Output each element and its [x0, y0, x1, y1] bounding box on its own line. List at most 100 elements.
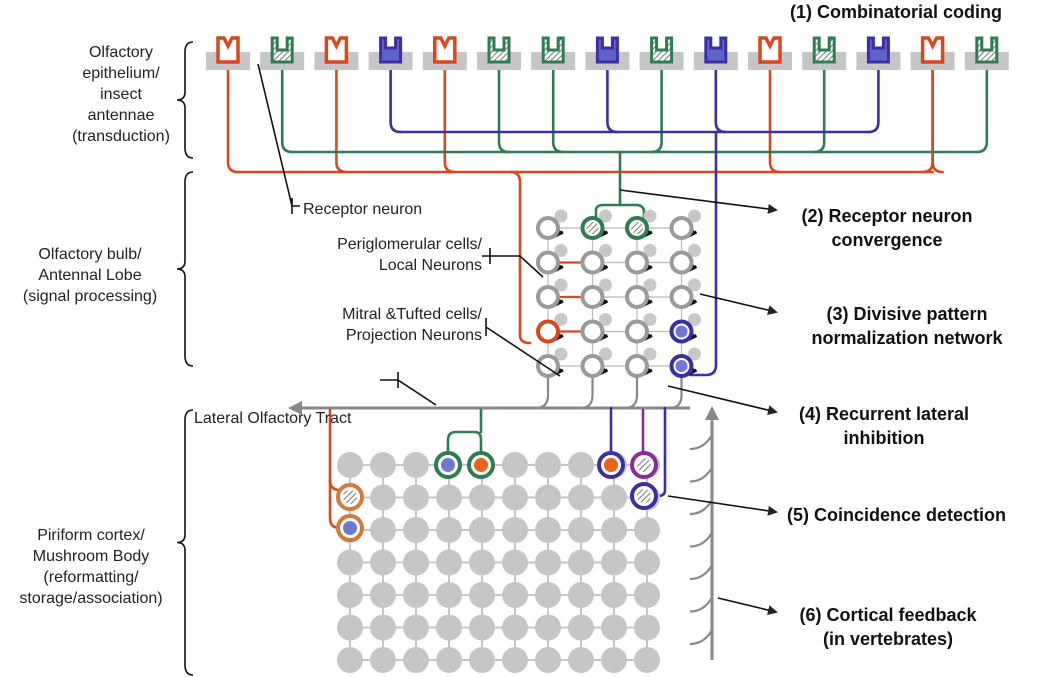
- cortex-cell: [601, 647, 627, 673]
- cortex-cell: [535, 614, 561, 641]
- mitral-cell: [536, 250, 560, 275]
- periglomerular-cell: [643, 209, 657, 223]
- periglomerular-cell: [554, 209, 568, 223]
- receptor-neuron-pointer: [257, 63, 300, 214]
- cortex-cell: [502, 549, 528, 576]
- mitral-cell: [625, 354, 649, 378]
- mitral-cell: [625, 250, 649, 275]
- periglomerular-cell: [599, 244, 612, 257]
- cortex-cell: [469, 484, 495, 511]
- feedback-arc: [689, 629, 713, 646]
- periglomerular-cell: [554, 347, 568, 361]
- step-5-pointer: [667, 495, 778, 516]
- cortex-cell: [502, 517, 528, 543]
- cortex-cell: [370, 647, 396, 673]
- step-4-pointer: [667, 385, 778, 415]
- mitral-cell: [669, 250, 694, 275]
- periglomerular-cell: [599, 347, 612, 361]
- green-axon: [650, 68, 663, 154]
- red-axon: [921, 68, 934, 174]
- mitral-cell: [536, 285, 560, 309]
- periglomerular-cell: [643, 313, 657, 326]
- step-2-pointer: [619, 189, 778, 214]
- mitral-cell: [536, 319, 560, 344]
- cortex-cell: [634, 549, 660, 576]
- cortex-cell: [403, 647, 429, 673]
- receptor-red-icon: [758, 36, 782, 64]
- axon-wires: [226, 68, 989, 660]
- periglomerular-cell: [688, 244, 701, 257]
- periglomerular-cell: [643, 278, 657, 292]
- mitral-cell: [536, 216, 560, 240]
- step-6-pointer: [717, 597, 778, 615]
- cortex-cell: [535, 549, 561, 576]
- receptor-green-icon: [975, 36, 999, 64]
- mitral-cell: [580, 285, 605, 309]
- receptor-red-icon: [920, 36, 945, 64]
- step-5-label: (5) Coincidence detection: [787, 505, 1007, 525]
- mitral-cell-core: [675, 360, 688, 372]
- cortex-cell: [601, 582, 627, 608]
- cortex-cell: [601, 484, 627, 511]
- cortex-cell: [337, 549, 363, 576]
- cortex-cell: [535, 484, 561, 511]
- periglomerular-cell: [554, 244, 568, 257]
- cortex-cell: [634, 517, 660, 543]
- cortex-cell: [370, 484, 396, 511]
- cortex-cell: [403, 549, 429, 576]
- step-1-label: (1) Combinatorial coding: [790, 2, 1003, 22]
- green-convergence: [594, 203, 646, 222]
- blue-axon: [606, 68, 619, 134]
- cortex-cell: [403, 452, 429, 478]
- cortex-coincidence-cell-core: [343, 490, 357, 504]
- cortex-cell: [502, 647, 528, 673]
- feedback-arc: [689, 531, 713, 548]
- red-axon: [768, 68, 782, 174]
- bracket-epithelium: [176, 41, 194, 159]
- cortex-cell: [568, 582, 594, 608]
- bracket-cortex: [176, 409, 194, 676]
- receptor-blue-icon: [866, 36, 890, 64]
- cortex-cell: [436, 647, 462, 673]
- periglomerular-tick: [482, 248, 491, 264]
- cortex-cell: [568, 484, 594, 511]
- projection-axon: [580, 376, 594, 410]
- mitral-cell: [580, 319, 605, 344]
- cortex-cell: [535, 517, 561, 543]
- receptor-red-icon: [324, 36, 349, 64]
- cortex-coincidence-cell-core: [441, 458, 455, 472]
- cortex-cell: [535, 582, 561, 608]
- cortex-cell: [436, 582, 462, 608]
- region-label-cortex: Piriform cortex/ Mushroom Body (reformat…: [19, 527, 163, 607]
- blue-axon: [867, 68, 880, 134]
- mitral-cell: [669, 285, 694, 309]
- cortex-cell: [337, 582, 363, 608]
- cortex-cell: [568, 549, 594, 576]
- cortex-cell: [403, 484, 429, 511]
- cortex-cell: [370, 452, 396, 478]
- feedback-arc: [689, 564, 713, 581]
- receptor-blue-icon: [704, 36, 728, 64]
- periglomerular-cell: [599, 313, 612, 326]
- step-6-label: (6) Cortical feedback (in vertebrates): [799, 605, 977, 649]
- feedback-arc: [689, 596, 713, 613]
- mitral-cell: [625, 319, 649, 344]
- periglomerular-cell: [688, 313, 701, 326]
- red-axon: [931, 68, 944, 174]
- cortex-cell: [502, 582, 528, 608]
- cortex-cell: [403, 517, 429, 543]
- receptor-red-icon: [216, 36, 240, 64]
- periglomerular-cell: [599, 209, 612, 223]
- step-3-pointer: [699, 293, 778, 316]
- receptor-row: [206, 36, 1009, 70]
- receptor-green-icon: [487, 36, 511, 64]
- receptor-green-icon: [812, 36, 836, 64]
- cortex-cell: [568, 517, 594, 543]
- step-4-label: (4) Recurrent lateral inhibition: [798, 404, 970, 448]
- periglomerular-cell: [643, 347, 657, 361]
- periglomerular-pointer: [490, 255, 544, 278]
- receptor-neuron-label: Receptor neuron: [303, 201, 423, 218]
- periglomerular-cell: [688, 278, 701, 292]
- cortex-cell: [568, 614, 594, 641]
